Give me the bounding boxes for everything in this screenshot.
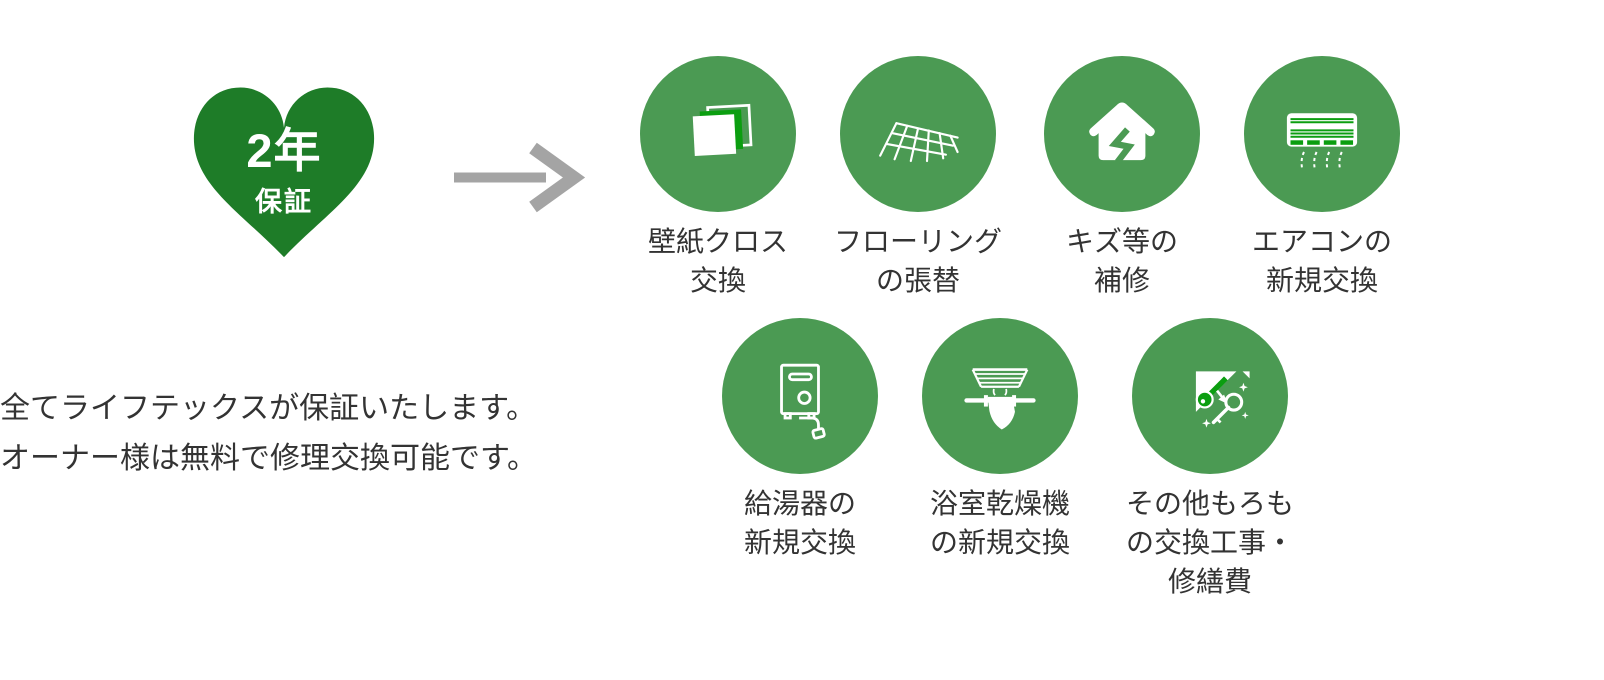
warranty-heart-badge: 2年 保証 — [178, 66, 390, 266]
label-line: の張替 — [875, 265, 960, 296]
label-line: キズ等の — [1065, 226, 1178, 257]
service-label: フローリング の張替 — [812, 222, 1024, 300]
label-line: 補修 — [1093, 265, 1150, 296]
right-arrow-icon — [452, 140, 587, 215]
warranty-sub-label: 保証 — [255, 187, 313, 217]
service-label: 壁紙クロス 交換 — [612, 222, 824, 300]
guarantee-description: 全てライフテックスが保証いたします。 オーナー様は無料で修理交換可能です。 — [0, 384, 537, 484]
service-bath-dryer-circle — [922, 318, 1078, 474]
flooring-icon — [879, 122, 959, 163]
service-water-heater: 給湯器の 新規交換 — [694, 318, 906, 562]
label-line: 給湯器の — [743, 488, 856, 519]
label-line: の新規交換 — [929, 527, 1070, 558]
service-aircon: エアコンの 新規交換 — [1216, 56, 1428, 300]
label-line: エアコンの — [1251, 226, 1392, 257]
service-scratch-repair-circle — [1044, 56, 1200, 212]
service-label: 給湯器の 新規交換 — [694, 484, 906, 562]
service-flooring: フローリング の張替 — [812, 56, 1024, 300]
house-crack-icon — [1089, 102, 1155, 164]
service-label: 浴室乾燥機 の新規交換 — [894, 484, 1106, 562]
aircon-icon — [1286, 113, 1358, 170]
label-line: 新規交換 — [743, 527, 856, 558]
key-replacement-icon — [1195, 371, 1250, 428]
heart-icon — [193, 87, 375, 258]
service-label: キズ等の 補修 — [1016, 222, 1228, 300]
label-line: 新規交換 — [1265, 265, 1378, 296]
label-line: 修繕費 — [1167, 566, 1252, 597]
label-line: 壁紙クロス — [647, 226, 788, 257]
service-bath-dryer: 浴室乾燥機 の新規交換 — [894, 318, 1106, 562]
wallpaper-icon — [692, 103, 753, 156]
warranty-years-label: 2年 — [246, 124, 322, 177]
service-other-works-circle — [1132, 318, 1288, 474]
service-flooring-circle — [840, 56, 996, 212]
label-line: その他もろも — [1125, 488, 1294, 519]
label-line: の交換工事・ — [1125, 527, 1294, 558]
service-water-heater-circle — [722, 318, 878, 474]
service-scratch-repair: キズ等の 補修 — [1016, 56, 1228, 300]
label-line: フローリング — [833, 226, 1002, 257]
service-wallpaper: 壁紙クロス 交換 — [612, 56, 824, 300]
bath-dryer-icon — [964, 368, 1036, 430]
service-other-works: その他もろも の交換工事・ 修繕費 — [1104, 318, 1316, 601]
service-label: その他もろも の交換工事・ 修繕費 — [1104, 484, 1316, 601]
service-label: エアコンの 新規交換 — [1216, 222, 1428, 300]
water-heater-icon — [780, 363, 826, 440]
label-line: 浴室乾燥機 — [929, 488, 1070, 519]
guarantee-description-line2: オーナー様は無料で修理交換可能です。 — [0, 442, 537, 475]
label-line: 交換 — [689, 265, 746, 296]
service-aircon-circle — [1244, 56, 1400, 212]
guarantee-description-line1: 全てライフテックスが保証いたします。 — [0, 392, 537, 425]
service-wallpaper-circle — [640, 56, 796, 212]
